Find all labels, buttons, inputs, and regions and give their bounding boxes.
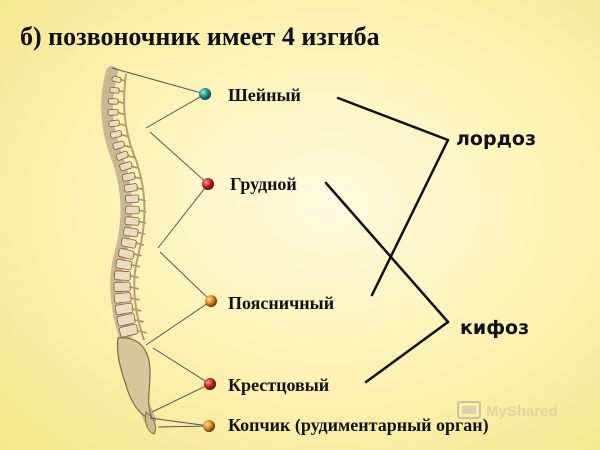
vertebra xyxy=(114,302,134,316)
sacral-label: Крестцовый xyxy=(228,375,329,395)
vertebra xyxy=(115,258,133,271)
lumbar-label: Поясничный xyxy=(228,293,334,313)
vertebra xyxy=(118,323,139,338)
vertebra xyxy=(124,216,140,226)
spinous-process xyxy=(117,111,125,116)
leader-coccyx xyxy=(149,417,210,428)
spinous-process xyxy=(123,144,131,148)
leader-lumbar xyxy=(145,251,212,346)
cervical-label: Шейный xyxy=(228,85,301,105)
vertebra xyxy=(123,183,138,193)
vertebra xyxy=(107,108,119,116)
spinous-process xyxy=(117,100,125,105)
vertebra xyxy=(122,226,139,238)
vertebra xyxy=(109,86,120,94)
vertebra xyxy=(110,130,123,139)
connector-lumbar-lordosis xyxy=(370,138,450,297)
vertebra xyxy=(108,119,121,128)
lumbar-marker-dot xyxy=(205,295,217,307)
connector-cervical-lordosis xyxy=(336,96,450,142)
spine-illustration xyxy=(101,66,157,435)
sacrum xyxy=(116,337,153,419)
spinous-process xyxy=(136,231,146,235)
watermark-icon xyxy=(457,401,481,419)
spinous-process xyxy=(127,154,135,159)
lordosis-term: лордоз xyxy=(456,128,536,150)
kyphosis-term: кифоз xyxy=(460,317,529,339)
vertebra xyxy=(115,150,129,161)
watermark-text: MyShared xyxy=(486,403,558,420)
connector-sacral-kyphosis xyxy=(364,320,450,384)
vertebra xyxy=(117,247,135,260)
vertebra xyxy=(113,281,131,292)
leader-sacral xyxy=(151,347,212,413)
vertebra xyxy=(116,313,136,327)
vertebra xyxy=(119,161,133,172)
leader-thoracic xyxy=(149,131,209,249)
sacral-marker-dot xyxy=(204,378,216,390)
vertebra xyxy=(113,270,131,281)
vertebra xyxy=(121,172,136,182)
vertebra xyxy=(124,194,140,204)
connector-thoracic-kyphosis xyxy=(324,181,450,324)
coccyx xyxy=(145,411,157,435)
myshared-watermark: MyShared xyxy=(457,401,558,420)
vertebra xyxy=(113,292,132,304)
coccyx-label: Копчик (рудиментарный орган) xyxy=(228,415,489,436)
thoracic-marker-dot xyxy=(202,178,214,190)
coccyx-marker-dot xyxy=(203,420,215,432)
spinous-process xyxy=(120,133,128,138)
vertebra xyxy=(125,205,140,215)
thoracic-label: Грудной xyxy=(230,174,297,194)
cervical-marker-dot xyxy=(199,88,211,100)
curve-connectors xyxy=(324,96,450,384)
spinous-process xyxy=(118,122,126,127)
vertebra xyxy=(120,237,137,249)
vertebra xyxy=(107,98,119,105)
spinous-process xyxy=(130,165,139,169)
spinous-process xyxy=(135,242,144,246)
slide-title: б) позвоночник имеет 4 изгиба xyxy=(20,22,380,51)
vertebra xyxy=(112,140,126,150)
spine-back-processes xyxy=(123,73,146,341)
